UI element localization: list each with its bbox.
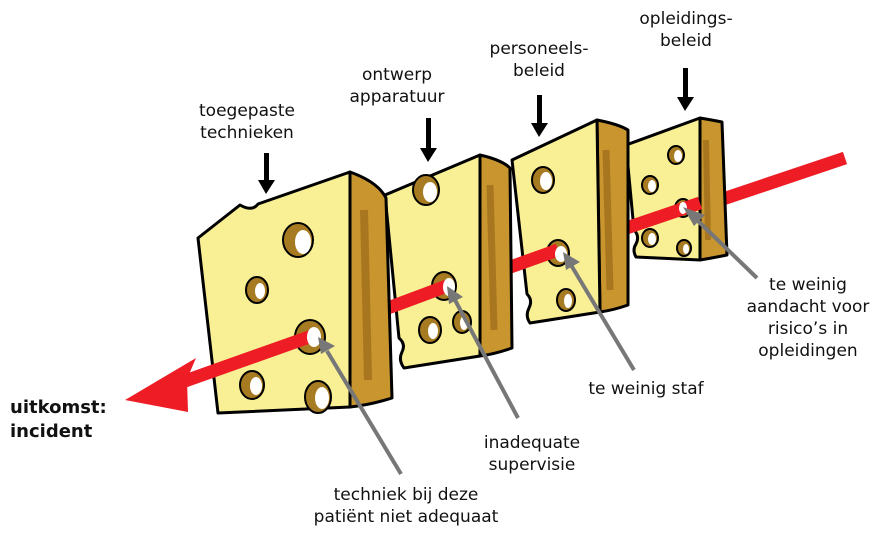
cheese-slice-ontwerp-apparatuur [385,155,512,368]
outcome-label: uitkomst: incident [10,396,107,444]
arrow-segment-back [720,158,845,200]
outcome-arrowhead [125,358,196,412]
failure-label-risico-opleidingen: te weinig aandacht voor risico’s in ople… [738,274,878,362]
layer-label-toegepaste-technieken: toegepaste technieken [182,100,312,144]
failure-label-inadequate-supervisie: inadequate supervisie [472,432,592,476]
cheese-slice-opleidingsbeleid [626,118,727,260]
layer-label-personeelsbeleid: personeels- beleid [474,38,604,82]
cheese-slice-personeelsbeleid [512,120,628,323]
layer-label-ontwerp-apparatuur: ontwerp apparatuur [333,64,461,108]
cheese-slice-toegepaste-technieken [198,172,392,413]
failure-label-techniek-niet-adequaat: techniek bij deze patiënt niet adequaat [298,484,514,528]
failure-label-te-weinig-staf: te weinig staf [576,378,716,400]
layer-label-opleidingsbeleid: opleidings- beleid [628,8,744,52]
